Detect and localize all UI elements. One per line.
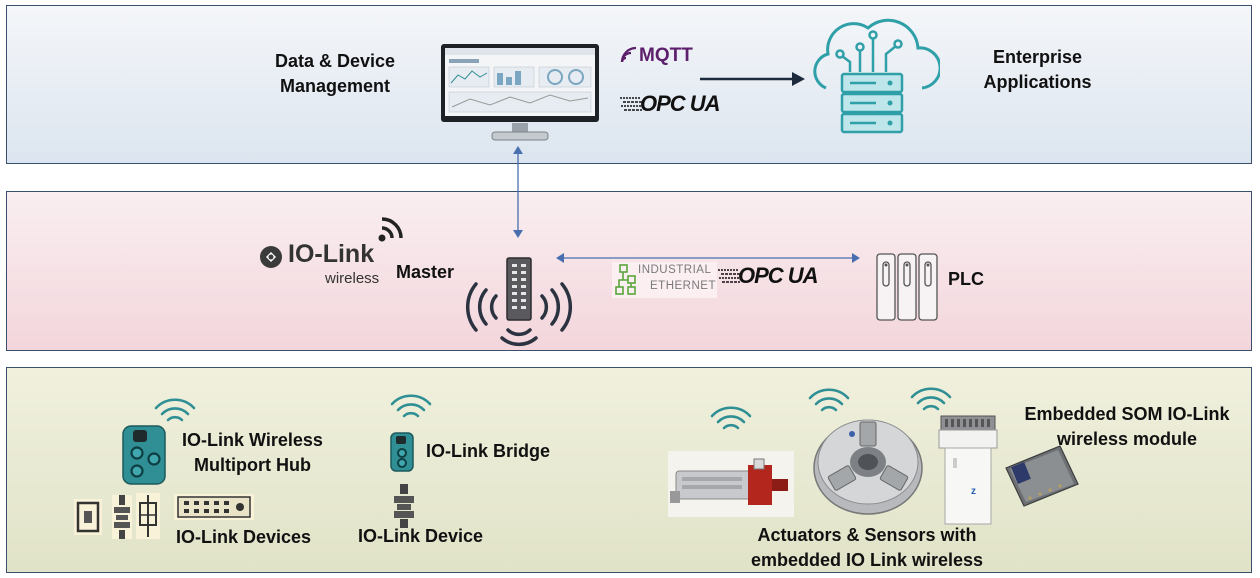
som-module-photo bbox=[1000, 440, 1080, 512]
industrial-ethernet-logo: INDUSTRIAL ETHERNET bbox=[612, 262, 717, 298]
actuator-wireless-signal-icon-3 bbox=[908, 385, 954, 413]
plc-icon bbox=[875, 252, 939, 322]
hub-wireless-signal-icon bbox=[152, 396, 198, 424]
data-device-management-label: Data & Device Management bbox=[274, 51, 396, 96]
opcua-text-top: OPC UA bbox=[640, 91, 721, 116]
master-plc-link-arrow bbox=[556, 251, 860, 265]
mqtt-logo bbox=[620, 46, 640, 64]
three-jaw-chuck-photo bbox=[812, 412, 924, 516]
svg-text:z: z bbox=[971, 486, 976, 497]
master-label: Master bbox=[396, 262, 455, 282]
iolink-brand-text: IO-Link bbox=[288, 240, 374, 269]
arrow-to-enterprise bbox=[700, 70, 806, 88]
iolink-device-icon bbox=[390, 484, 418, 528]
iolink-wireless-subtext: wireless bbox=[325, 270, 380, 287]
iolink-brand-word: IO-Link bbox=[288, 240, 375, 268]
monitor-master-link-arrow bbox=[510, 146, 526, 238]
iolink-bridge-label: IO-Link Bridge bbox=[426, 441, 551, 461]
actuator-wireless-signal-icon-2 bbox=[806, 386, 852, 414]
industrial-text: INDUSTRIAL bbox=[638, 264, 712, 276]
mqtt-text: MQTT bbox=[639, 45, 693, 66]
ethernet-text: ETHERNET bbox=[650, 280, 716, 292]
enterprise-layer-band bbox=[6, 5, 1252, 164]
iolink-devices-label: IO-Link Devices bbox=[176, 527, 312, 547]
iolink-logo-icon bbox=[258, 244, 284, 270]
multiport-hub-icon bbox=[122, 425, 166, 485]
opcua-speed-lines-icon-mid bbox=[718, 266, 742, 286]
actuators-sensors-label: Actuators & Sensors with embedded IO Lin… bbox=[750, 525, 984, 570]
master-device-icon bbox=[462, 256, 578, 352]
gripper-photo: z bbox=[937, 414, 999, 526]
monitor-icon bbox=[440, 43, 602, 143]
actuator-wireless-signal-icon-1 bbox=[708, 404, 754, 432]
multiport-hub-label: IO-Link Wireless Multiport Hub bbox=[182, 430, 323, 475]
iolink-device-label: IO-Link Device bbox=[358, 526, 484, 546]
embedded-som-label: Embedded SOM IO-Link wireless module bbox=[1024, 404, 1230, 449]
opcua-speed-lines-icon bbox=[620, 94, 644, 114]
iolink-devices-icon bbox=[72, 491, 256, 543]
enterprise-applications-label: Enterprise Applications bbox=[983, 47, 1092, 92]
iolink-bridge-icon bbox=[390, 432, 414, 472]
linear-actuator-photo bbox=[668, 451, 794, 517]
bridge-wireless-signal-icon bbox=[388, 392, 434, 420]
plc-label: PLC bbox=[948, 269, 984, 289]
cloud-server-icon bbox=[806, 10, 940, 142]
opcua-text-mid: OPC UA bbox=[738, 263, 819, 288]
wifi-signal-icon bbox=[376, 214, 408, 244]
